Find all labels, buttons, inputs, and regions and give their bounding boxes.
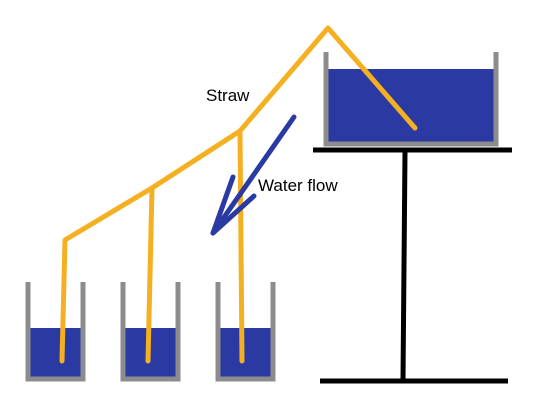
source-tank-water	[328, 69, 494, 144]
source-tank	[323, 52, 499, 147]
cup-1	[25, 282, 86, 382]
arrow-head-right	[210, 193, 257, 236]
cup-2-walls	[120, 282, 181, 382]
cup-3-walls	[215, 282, 276, 382]
arrow-head-left	[210, 174, 236, 236]
source-tank-walls	[323, 52, 499, 147]
straw-branch-2	[145, 185, 155, 364]
arrow-shaft	[210, 114, 297, 236]
straw	[59, 25, 418, 364]
cup-1-water	[30, 328, 81, 377]
water-flow-label: Water flow	[258, 176, 338, 195]
stand	[313, 147, 512, 384]
straw-branch-3	[237, 128, 245, 364]
cup-3	[215, 282, 276, 382]
straw-label: Straw	[206, 86, 250, 105]
cup-3-water	[220, 328, 271, 377]
water-flow-arrow	[210, 114, 297, 236]
stand-leg	[400, 151, 408, 381]
straw-main	[59, 25, 418, 364]
cup-1-walls	[25, 282, 86, 382]
